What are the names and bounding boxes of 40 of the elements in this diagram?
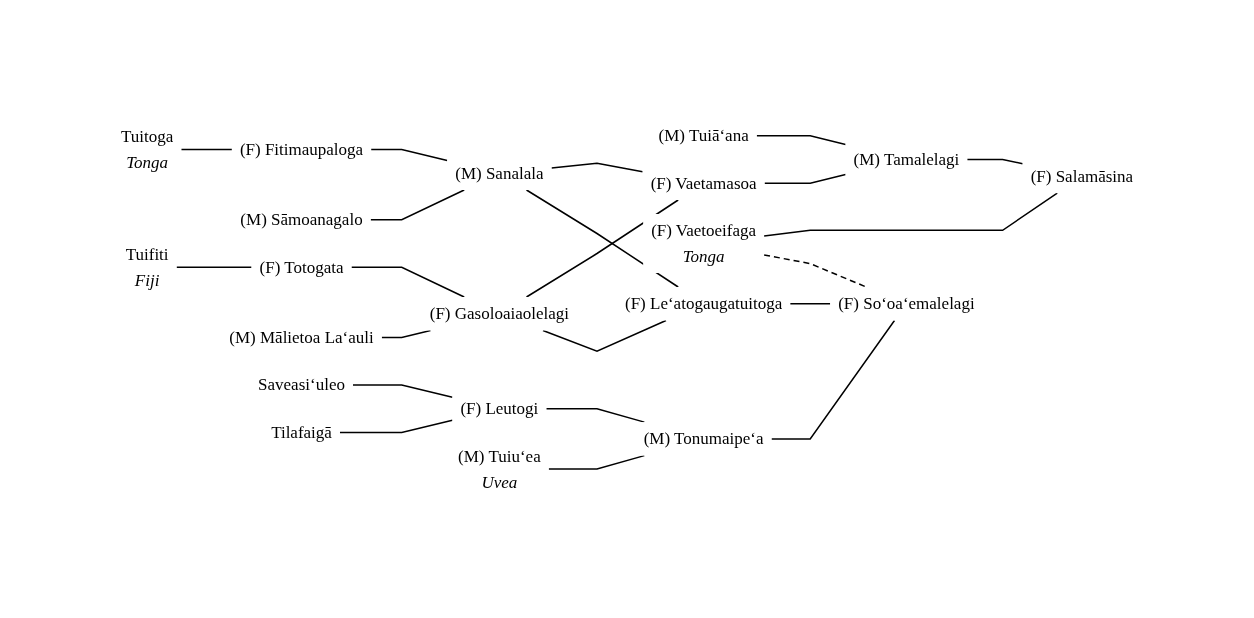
node-text: (F) Vaetamasoa bbox=[650, 173, 757, 193]
node-text: (M) Sāmoanagalo bbox=[240, 210, 363, 230]
node-text: (F) Gasoloaiaolelagi bbox=[429, 304, 569, 324]
connector bbox=[550, 162, 644, 173]
connector bbox=[350, 266, 465, 298]
node-text: (F) Le‘atogaugatuitoga bbox=[624, 294, 783, 314]
connector bbox=[789, 303, 831, 305]
node-text: (M) Sanalala bbox=[455, 163, 544, 183]
node-text: (M) Tamalelagi bbox=[853, 150, 960, 169]
node-text: (M) Tuiu‘ea Uvea bbox=[457, 446, 541, 492]
node-text: Tuitoga Tonga bbox=[120, 127, 174, 172]
connector bbox=[525, 189, 679, 288]
node-text: Saveasi‘uleo bbox=[258, 375, 345, 395]
connector bbox=[755, 135, 847, 146]
connector bbox=[763, 254, 867, 288]
connector bbox=[175, 266, 253, 269]
connector bbox=[763, 174, 847, 185]
connector bbox=[770, 320, 896, 440]
connector bbox=[369, 189, 465, 221]
node-text: (M) Tonumaipe‘a bbox=[643, 429, 764, 449]
connector bbox=[547, 455, 646, 470]
connector bbox=[763, 192, 1058, 237]
connector bbox=[352, 384, 454, 399]
node-text: (F) Fitimaupaloga bbox=[239, 140, 364, 159]
node-text: (F) Salamāsina bbox=[1030, 166, 1134, 186]
node-text: (F) Leutogi bbox=[460, 399, 539, 419]
connector bbox=[370, 149, 448, 162]
node-text: (M) Tuiā‘ana bbox=[658, 126, 749, 146]
connector bbox=[525, 199, 679, 298]
connector bbox=[542, 320, 667, 353]
node-text: Tilafaigā bbox=[271, 423, 332, 442]
connector bbox=[966, 159, 1024, 165]
connector bbox=[339, 419, 454, 434]
connector bbox=[380, 330, 432, 339]
node-text: (M) Mālietoa La‘auli bbox=[229, 328, 374, 347]
node-text: Tuifiti Fiji bbox=[125, 245, 169, 290]
connector bbox=[545, 408, 646, 424]
connector bbox=[180, 149, 233, 151]
node-text: (F) So‘oa‘emalelagi bbox=[838, 294, 975, 314]
node-text: (F) Totogata bbox=[259, 257, 344, 277]
